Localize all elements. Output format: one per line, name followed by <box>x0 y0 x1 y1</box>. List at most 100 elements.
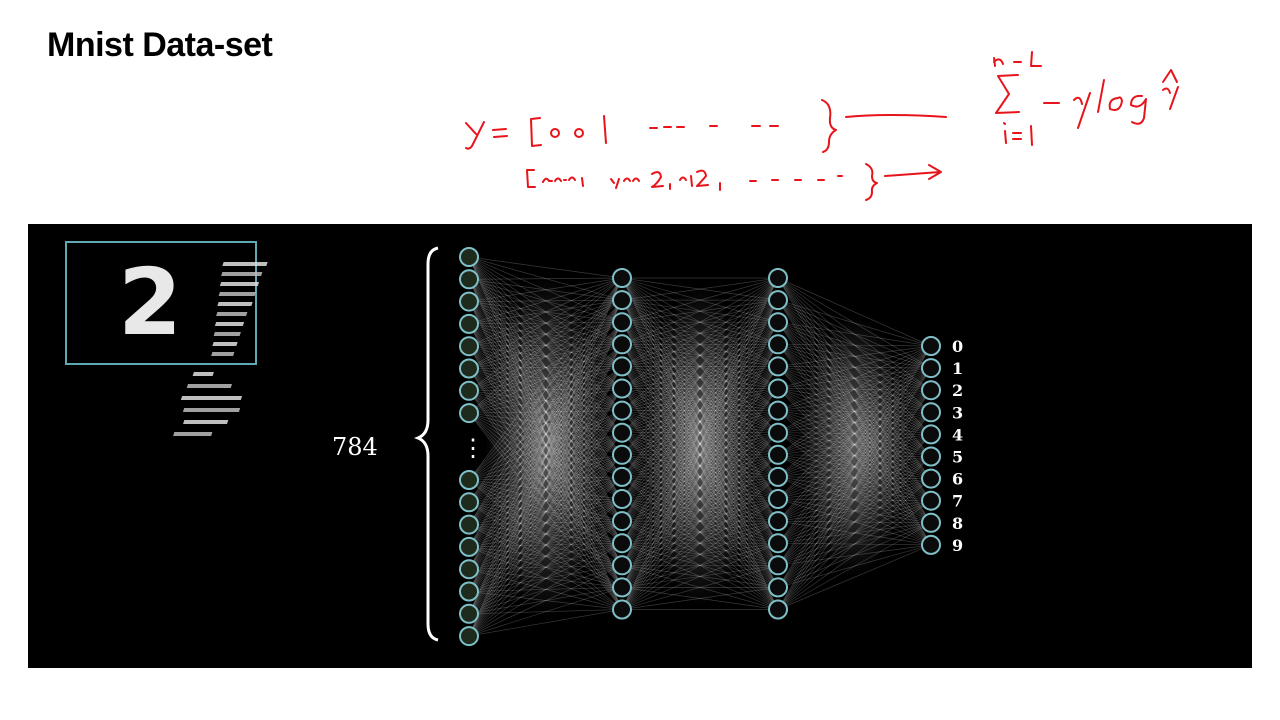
input-neuron <box>459 559 479 580</box>
hidden-neuron <box>612 334 632 355</box>
ink-prob-values <box>542 169 721 191</box>
ink-open-bracket <box>530 117 542 147</box>
pixel-strip-segment <box>192 372 214 376</box>
input-neuron <box>459 336 479 357</box>
edge-glow-region <box>799 316 909 576</box>
pixel-strip-segment <box>221 272 263 276</box>
input-neuron <box>459 603 479 624</box>
pixel-strip-segment <box>180 396 243 400</box>
ink-close-bracket <box>821 99 837 153</box>
hidden-neuron <box>612 599 632 620</box>
hidden-neuron <box>768 577 788 598</box>
ink-zero <box>550 128 560 138</box>
pixel-strip-segment <box>182 408 241 412</box>
input-image: 2 <box>65 241 268 436</box>
hidden-neuron <box>612 511 632 532</box>
ink-dashes-2 <box>749 175 843 182</box>
input-digit: 2 <box>118 249 182 356</box>
hidden-neuron <box>768 489 788 509</box>
hidden-neuron <box>768 356 788 377</box>
pixel-strip-segment <box>219 282 260 286</box>
output-neuron <box>921 534 941 555</box>
output-neuron <box>921 468 941 489</box>
input-image-frame <box>65 241 257 365</box>
ink-zero <box>574 128 584 138</box>
ink-one <box>603 115 607 144</box>
ink-letter-y-hat <box>1162 86 1179 110</box>
input-ellipsis: ⋮ <box>461 434 485 462</box>
output-neuron <box>921 490 941 511</box>
edge-glow <box>485 276 909 616</box>
output-neuron <box>921 402 941 423</box>
pixel-strip-segment <box>212 342 238 346</box>
ink-sum-upper-limit <box>993 51 1042 67</box>
ink-strokes <box>465 51 1179 201</box>
output-label: 8 <box>952 514 963 533</box>
pixel-strip-segment <box>218 292 256 296</box>
hidden-neuron <box>768 533 788 554</box>
connection-line <box>468 609 623 637</box>
hidden-neuron <box>768 312 788 333</box>
hidden-neuron <box>768 444 788 465</box>
output-label: 1 <box>952 359 963 378</box>
hidden-neuron <box>768 422 788 443</box>
neuron-layers <box>459 247 941 647</box>
hidden-neuron <box>612 555 632 576</box>
connection-line <box>777 544 932 610</box>
ink-small-zeros <box>649 125 718 129</box>
hidden-neuron <box>612 577 632 598</box>
ink-letter-o <box>1108 96 1123 111</box>
input-count-label: 784 <box>332 433 378 461</box>
ink-equals-sign <box>492 128 508 138</box>
ink-connector-line <box>845 114 947 118</box>
output-neuron <box>921 358 941 379</box>
hidden-neuron <box>612 422 632 443</box>
ink-letter-g <box>1130 94 1147 125</box>
hidden-neuron <box>768 599 788 620</box>
output-label: 7 <box>952 492 963 511</box>
hidden-neuron <box>612 378 632 399</box>
input-neuron <box>459 626 479 647</box>
pixel-strip-segment <box>183 420 229 424</box>
hidden-neuron <box>768 378 788 399</box>
handwritten-annotation <box>465 51 1179 201</box>
ink-sum-lower-limit <box>1003 122 1033 146</box>
input-neuron <box>459 536 479 557</box>
output-label: 9 <box>952 536 963 555</box>
hidden-neuron <box>612 268 632 288</box>
pixel-strip-segment <box>173 432 213 436</box>
output-label: 4 <box>952 425 963 444</box>
input-neuron <box>459 581 479 602</box>
input-neuron <box>459 247 479 267</box>
hidden-neuron <box>612 466 632 487</box>
input-neuron <box>459 358 479 379</box>
ink-open-bracket-2 <box>526 169 536 188</box>
input-neuron <box>459 313 479 334</box>
output-neuron <box>921 424 941 445</box>
output-label: 6 <box>952 470 963 489</box>
edge-glow-region <box>645 286 755 606</box>
connection-line <box>777 277 932 347</box>
hidden-neuron <box>612 489 632 509</box>
hidden-neuron <box>768 334 788 355</box>
hidden-neuron <box>768 466 788 487</box>
pixel-strip-segment <box>213 332 241 336</box>
hidden-neuron <box>612 533 632 554</box>
hidden-neuron <box>768 268 788 288</box>
input-neuron <box>459 470 479 490</box>
hidden-neuron <box>612 400 632 421</box>
pixel-strip <box>173 262 268 436</box>
hidden-neuron <box>612 290 632 311</box>
ink-letter-y <box>465 121 485 150</box>
output-label: 5 <box>952 448 963 467</box>
input-neuron <box>459 269 479 290</box>
ink-sigma <box>995 74 1020 114</box>
hidden-neuron <box>768 290 788 311</box>
pixel-strip-segment <box>216 312 248 316</box>
hidden-neuron <box>612 356 632 377</box>
edge-glow-region <box>485 276 605 616</box>
input-neuron <box>459 492 479 513</box>
